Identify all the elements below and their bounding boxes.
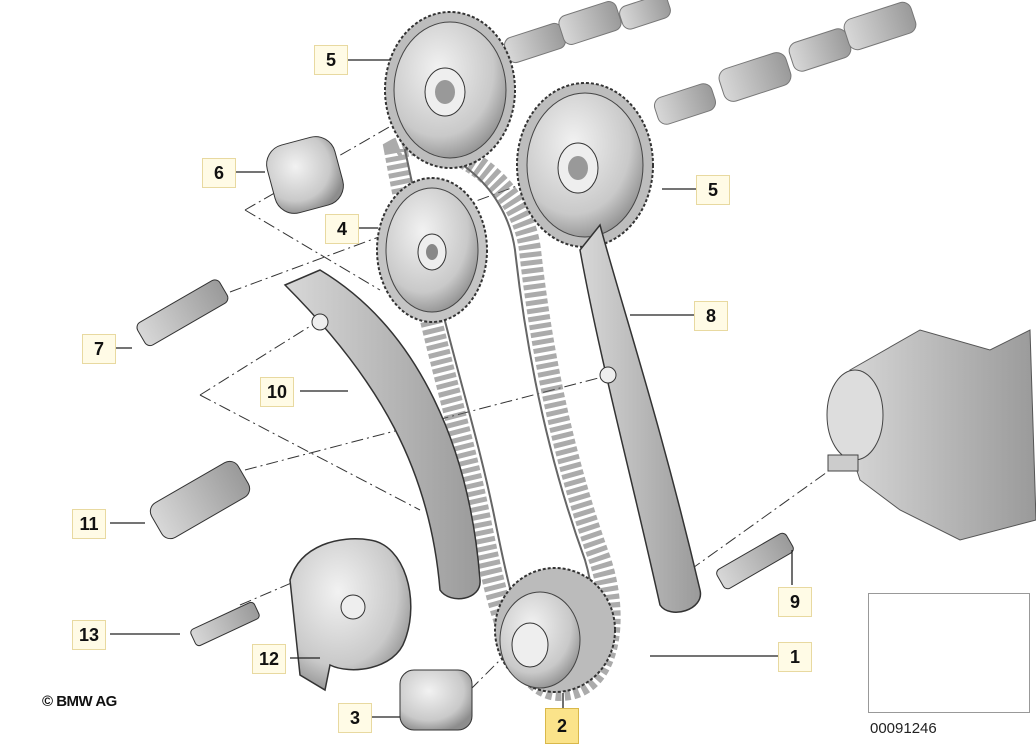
callout-5-lower[interactable]: 5 xyxy=(696,175,730,205)
callout-13[interactable]: 13 xyxy=(72,620,106,650)
sprocket-intermediate xyxy=(376,177,488,323)
crank-sprocket xyxy=(494,567,616,693)
bolt-9-part xyxy=(716,532,794,590)
chain-tensioner xyxy=(289,538,412,692)
vehicle-thumbnail-frame xyxy=(868,593,1030,713)
leader-lines xyxy=(110,59,793,718)
sprocket-upper xyxy=(384,11,516,169)
bolt-part xyxy=(136,279,229,347)
tensioner-rail xyxy=(283,269,481,600)
document-number: 00091246 xyxy=(870,720,937,737)
callout-6[interactable]: 6 xyxy=(202,158,236,188)
callout-11[interactable]: 11 xyxy=(72,509,106,539)
sleeve-part xyxy=(266,136,344,214)
sprocket-lower xyxy=(516,82,654,248)
callout-7[interactable]: 7 xyxy=(82,334,116,364)
callout-8[interactable]: 8 xyxy=(694,301,728,331)
camshaft-lower xyxy=(653,1,917,125)
callout-2[interactable]: 2 xyxy=(545,708,579,744)
copyright-text: © BMW AG xyxy=(42,693,117,710)
callout-3[interactable]: 3 xyxy=(338,703,372,733)
bushing-part xyxy=(399,669,473,731)
callout-4[interactable]: 4 xyxy=(325,214,359,244)
callout-10[interactable]: 10 xyxy=(260,377,294,407)
camshaft-upper xyxy=(504,0,671,64)
callout-9[interactable]: 9 xyxy=(778,587,812,617)
pump-part xyxy=(826,329,1036,541)
pin-part xyxy=(149,460,251,540)
callout-5-upper[interactable]: 5 xyxy=(314,45,348,75)
callout-1[interactable]: 1 xyxy=(778,642,812,672)
guide-rail xyxy=(579,223,702,613)
callout-12[interactable]: 12 xyxy=(252,644,286,674)
bolt-13-part xyxy=(190,601,260,647)
